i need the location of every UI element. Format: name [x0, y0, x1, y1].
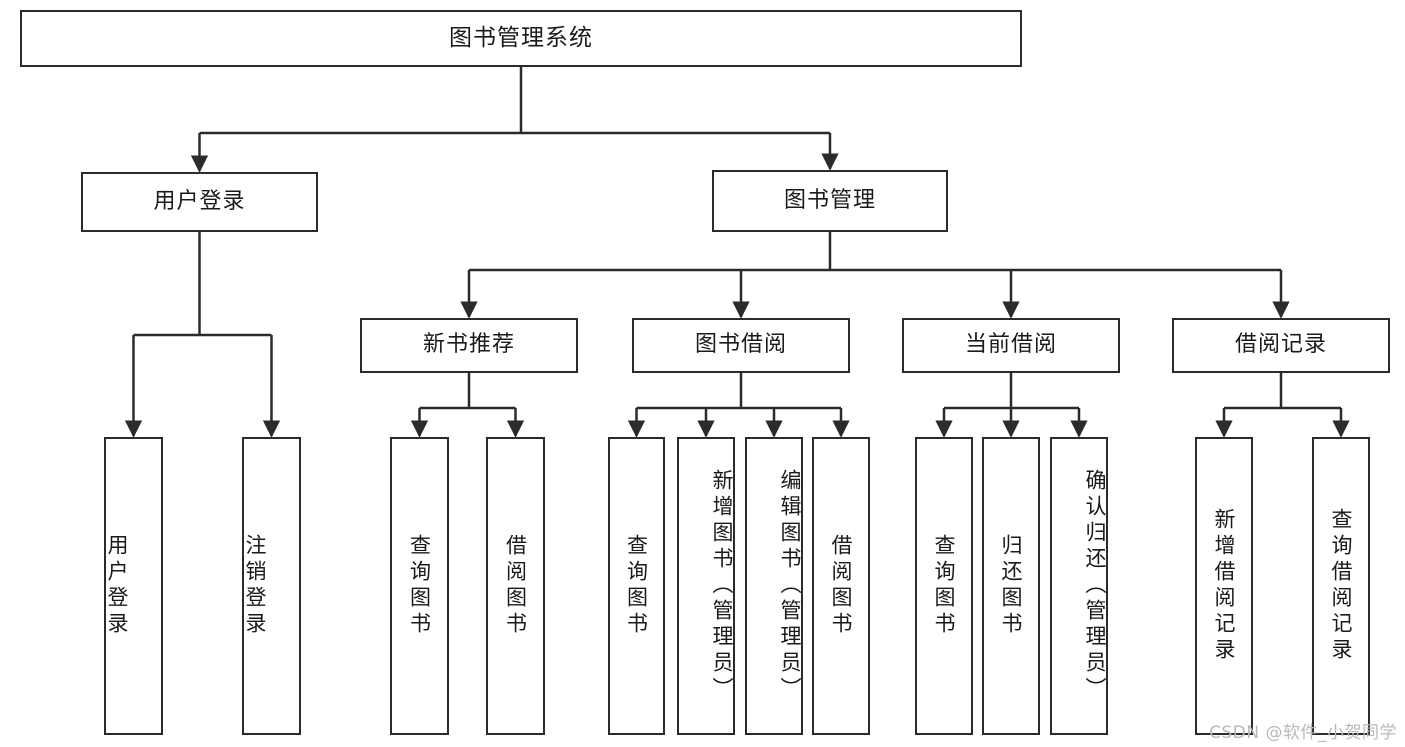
node-leaf-logout: 注销登录 — [242, 437, 301, 735]
node-label: 当前借阅 — [964, 332, 1057, 358]
csdn-watermark: CSDN @软件_小贺同学 — [1209, 723, 1397, 743]
node-label: 借阅图书 — [503, 534, 528, 638]
node-leaf-nb-query: 查询图书 — [390, 437, 449, 735]
node-label: 查询借阅记录 — [1329, 508, 1354, 664]
node-label: 查询图书 — [932, 534, 957, 638]
node-label: 新书推荐 — [422, 332, 515, 358]
node-leaf-cur-return: 归还图书 — [982, 437, 1040, 735]
node-label: 用户登录 — [153, 188, 246, 214]
node-leaf-bw-query: 查询图书 — [608, 437, 665, 735]
node-label: 用户登录 — [105, 534, 130, 638]
node-label: 图书借阅 — [694, 332, 787, 358]
node-records: 借阅记录 — [1172, 318, 1390, 373]
node-current: 当前借阅 — [902, 318, 1120, 373]
node-label: 新增借阅记录 — [1212, 508, 1237, 664]
node-leaf-rec-add: 新增借阅记录 — [1195, 437, 1253, 735]
node-label: 确认归还（管理员） — [1083, 469, 1107, 703]
node-login: 用户登录 — [81, 172, 318, 232]
node-leaf-bw-add: 新增图书（管理员） — [677, 437, 735, 735]
node-leaf-rec-query: 查询借阅记录 — [1312, 437, 1370, 735]
node-label: 编辑图书（管理员） — [778, 469, 802, 703]
node-root: 图书管理系统 — [20, 10, 1022, 67]
node-label: 查询图书 — [407, 534, 432, 638]
node-leaf-bw-borrow: 借阅图书 — [812, 437, 870, 735]
node-label: 图书管理 — [783, 187, 876, 213]
node-bookmgmt: 图书管理 — [712, 170, 948, 232]
node-leaf-bw-edit: 编辑图书（管理员） — [745, 437, 803, 735]
node-leaf-cur-confirm: 确认归还（管理员） — [1050, 437, 1108, 735]
node-label: 借阅记录 — [1234, 332, 1327, 358]
node-label: 借阅图书 — [829, 534, 854, 638]
node-leaf-cur-query: 查询图书 — [915, 437, 973, 735]
node-label: 归还图书 — [999, 534, 1024, 638]
node-label: 注销登录 — [243, 534, 268, 638]
node-leaf-nb-borrow: 借阅图书 — [486, 437, 545, 735]
node-label: 图书管理系统 — [449, 24, 593, 51]
node-borrow: 图书借阅 — [632, 318, 850, 373]
node-leaf-userlogin: 用户登录 — [104, 437, 163, 735]
node-label: 查询图书 — [624, 534, 649, 638]
node-label: 新增图书（管理员） — [710, 469, 734, 703]
node-newbook: 新书推荐 — [360, 318, 578, 373]
